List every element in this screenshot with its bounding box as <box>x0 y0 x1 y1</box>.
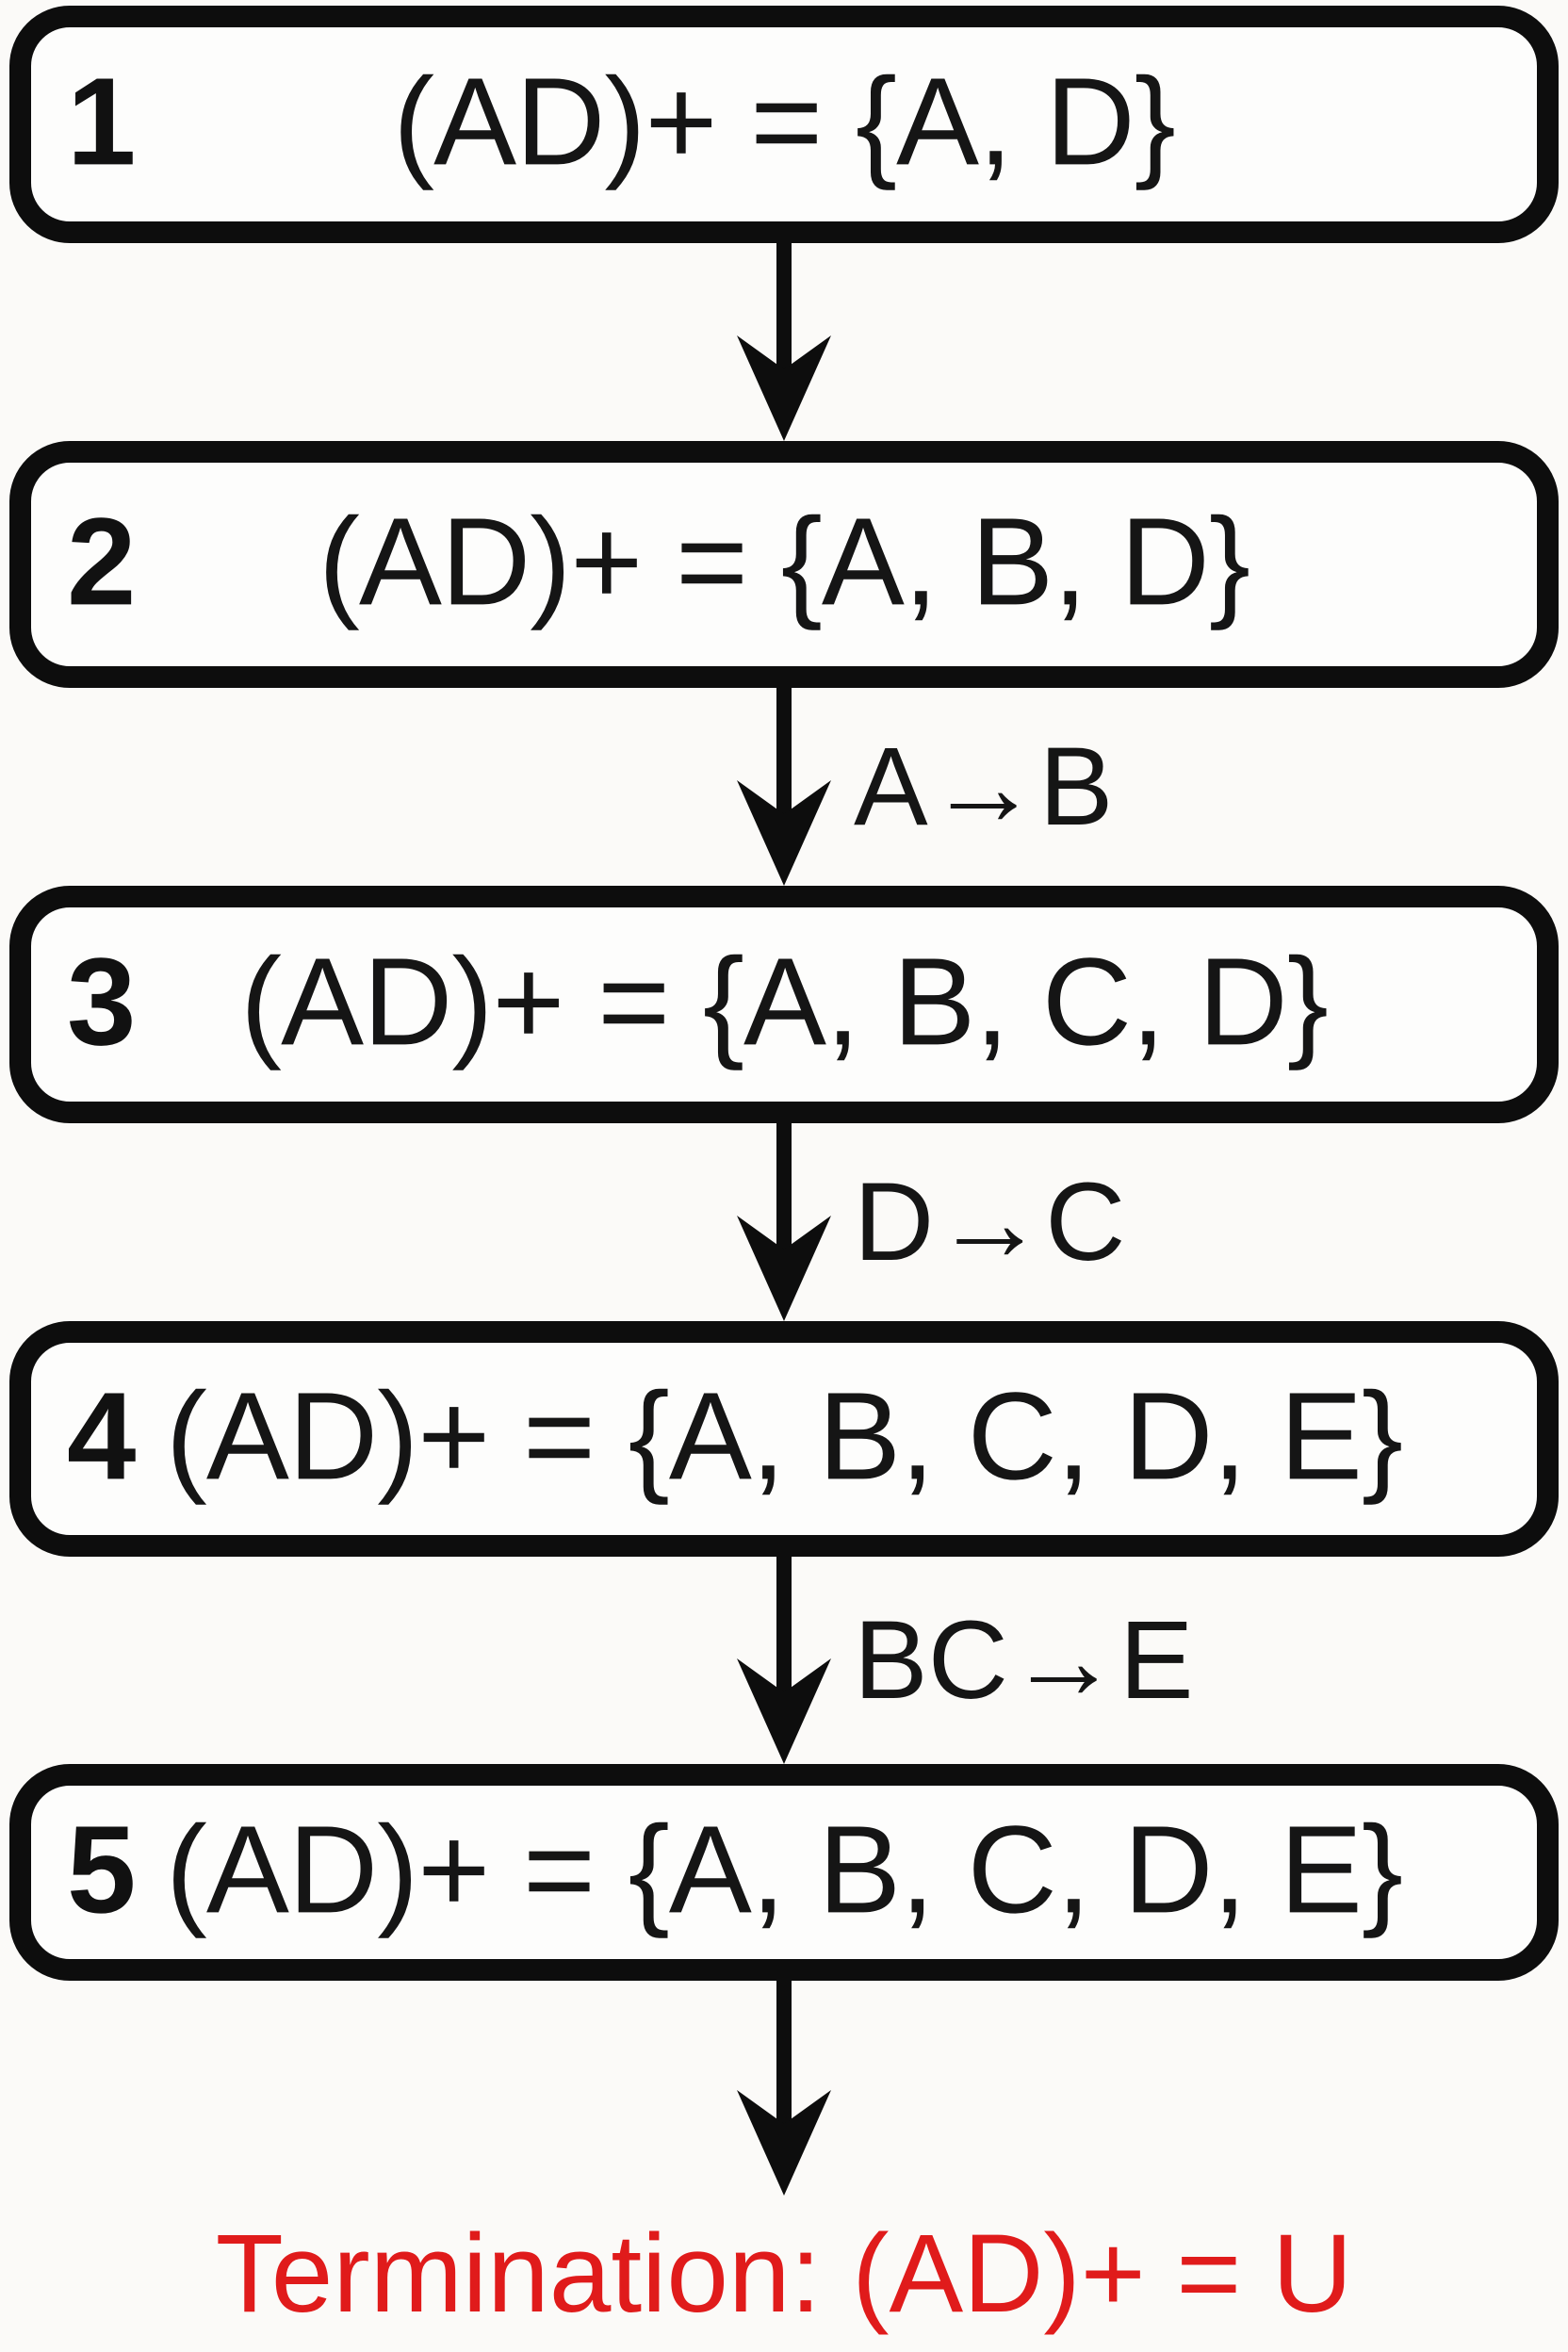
step-3-formula: (AD)+ = {A, B, C, D} <box>240 932 1329 1071</box>
step-box-3: 3 (AD)+ = {A, B, C, D} <box>9 886 1559 1123</box>
transition-2-label: A→B <box>854 725 1114 849</box>
down-arrow-icon <box>737 688 831 886</box>
step-2-formula: (AD)+ = {A, B, D} <box>318 492 1250 631</box>
down-arrow-icon <box>737 1123 831 1321</box>
transition-zone-2: A→B <box>0 688 1568 886</box>
down-arrow-icon <box>737 1981 831 2196</box>
down-arrow-icon <box>737 1557 831 1764</box>
step-box-1: 1 (AD)+ = {A, D} <box>9 6 1559 243</box>
termination-text: Termination: (AD)+ = U <box>215 2212 1353 2336</box>
step-4-formula: (AD)+ = {A, B, C, D, E} <box>165 1366 1403 1506</box>
step-3-number: 3 <box>67 932 137 1071</box>
step-1-number: 1 <box>67 52 137 191</box>
transition-zone-1 <box>0 243 1568 441</box>
step-5-number: 5 <box>67 1800 137 1939</box>
transition-zone-3: D→C <box>0 1123 1568 1321</box>
transition-4-label: BC→E <box>854 1598 1194 1723</box>
step-box-4: 4 (AD)+ = {A, B, C, D, E} <box>9 1321 1559 1557</box>
step-2-number: 2 <box>67 492 137 631</box>
down-arrow-icon <box>737 243 831 441</box>
step-box-2: 2 (AD)+ = {A, B, D} <box>9 441 1559 688</box>
transition-zone-4: BC→E <box>0 1557 1568 1764</box>
step-box-5: 5 (AD)+ = {A, B, C, D, E} <box>9 1764 1559 1981</box>
transition-zone-5 <box>0 1981 1568 2196</box>
transition-3-label: D→C <box>854 1160 1126 1284</box>
step-4-number: 4 <box>67 1366 137 1506</box>
step-5-formula: (AD)+ = {A, B, C, D, E} <box>165 1800 1403 1939</box>
step-1-formula: (AD)+ = {A, D} <box>393 52 1176 191</box>
